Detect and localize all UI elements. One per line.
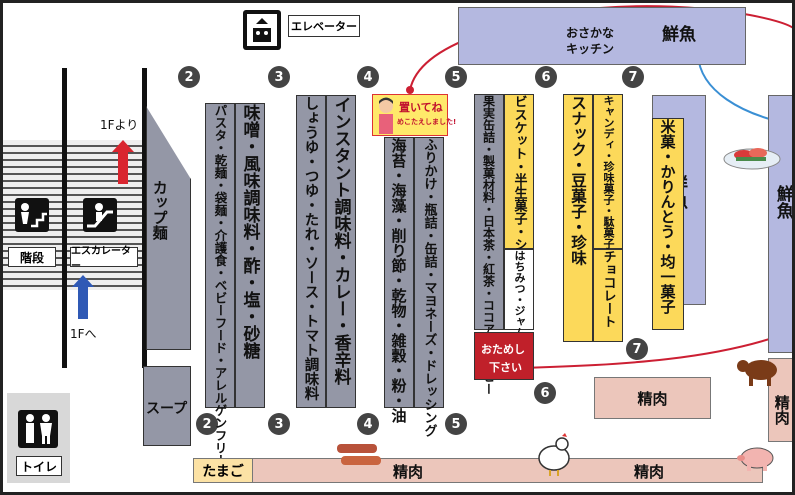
escalator-icon [83, 198, 117, 232]
meat-bottom-label-2: 精肉 [634, 463, 665, 481]
pig-icon [733, 442, 777, 472]
aisle-5-top: 5 [445, 66, 467, 88]
aisle-3-bottom: 3 [268, 413, 290, 435]
soup-shelf [143, 366, 191, 446]
shelf-7: 米菓・かりんとう・均一菓子 [652, 118, 684, 330]
aisle-2-bottom: 2 [196, 413, 218, 435]
sign-line-2: めこたえしました! [397, 118, 457, 126]
trial-line-2: 下さい [489, 361, 522, 374]
cow-icon [735, 352, 783, 388]
trial-sign: おためし 下さい [474, 332, 534, 380]
cup-noodle-label: カップ麺 [150, 180, 169, 240]
shelf-3a: しょうゆ・つゆ・たれ・ソース・トマト調味料 [296, 95, 326, 408]
shelf-3b: インスタント調味料・カレー・香辛料 [326, 95, 356, 408]
divider-left [62, 68, 67, 368]
shelf-5b: ビスケット・半生菓子・シリアル [504, 94, 534, 290]
kitchen-label-1: おさかな [566, 26, 615, 40]
sign-line-1: 置いてね [399, 101, 443, 114]
kitchen-label-2: キッチン [566, 42, 615, 56]
eggs-label: たまご [193, 458, 253, 483]
stairs-icon [15, 198, 49, 232]
to-1f-label: 1Fへ [70, 327, 97, 341]
divider-right [142, 68, 147, 368]
escalator-label: エスカレーター [70, 246, 138, 272]
stairs-label: 階段 [8, 247, 56, 267]
chicken-icon [534, 432, 574, 476]
meat-counter-middle: 精肉 [594, 377, 711, 419]
shelf-2b: 味噌・風味調味料・酢・塩・砂糖 [235, 103, 265, 408]
meat-right-label: 精肉 [772, 395, 791, 425]
shelf-4b: ふりかけ・瓶詰・缶詰・マヨネーズ・ドレッシング [414, 137, 444, 437]
aisle-7-top: 7 [622, 66, 644, 88]
aisle-7-bottom: 7 [626, 338, 648, 360]
toilet-icon [18, 410, 58, 448]
from-1f-label: 1Fより [100, 118, 139, 132]
up-arrow-icon [112, 140, 134, 184]
shelf-2a: パスタ・乾麺・袋麺・介護食・ベビーフード・アレルゲンフリー [205, 103, 235, 467]
meat-counter-bottom [193, 458, 763, 483]
aisle-2-top: 2 [178, 66, 200, 88]
aisle-5-bottom: 5 [445, 413, 467, 435]
shelf-5c: はちみつ・ジャム [504, 249, 534, 338]
down-arrow-icon [72, 275, 94, 319]
toilet-label: トイレ [16, 456, 62, 476]
promo-sign: 置いてね めこたえしました! [372, 94, 456, 136]
shelf-4a: 海苔・海藻・削り節・乾物・雑穀・粉・油 [384, 137, 414, 423]
aisle-4-top: 4 [357, 66, 379, 88]
trial-line-1: おためし [481, 343, 525, 356]
fish-shelf-edge [768, 95, 795, 353]
shelf-5a: 果実缶詰・製菓材料・日本茶・紅茶・ココア・コーヒー [474, 94, 504, 395]
shelf-6c: チョコレート [593, 249, 623, 342]
aisle-4-bottom: 4 [357, 413, 379, 435]
sashimi-icon [722, 135, 782, 173]
aisle-6-top: 6 [535, 66, 557, 88]
sausage-icon [335, 440, 385, 470]
fish-edge-label: 鮮魚 [772, 185, 793, 219]
aisle-3-top: 3 [268, 66, 290, 88]
soup-label: スープ [146, 401, 188, 417]
aisle-6-bottom: 6 [534, 382, 556, 404]
fish-top-label: 鮮魚 [662, 25, 696, 45]
elevator-label: エレベーター [288, 15, 360, 37]
shelf-6: スナック・豆菓子・珍味 [563, 94, 593, 342]
meat-bottom-label-1: 精肉 [393, 463, 424, 481]
elevator-icon [243, 10, 281, 50]
shelf-6b: キャンディ・珍味菓子・駄菓子・グミ [593, 94, 623, 282]
fish-counter-top [458, 7, 746, 65]
